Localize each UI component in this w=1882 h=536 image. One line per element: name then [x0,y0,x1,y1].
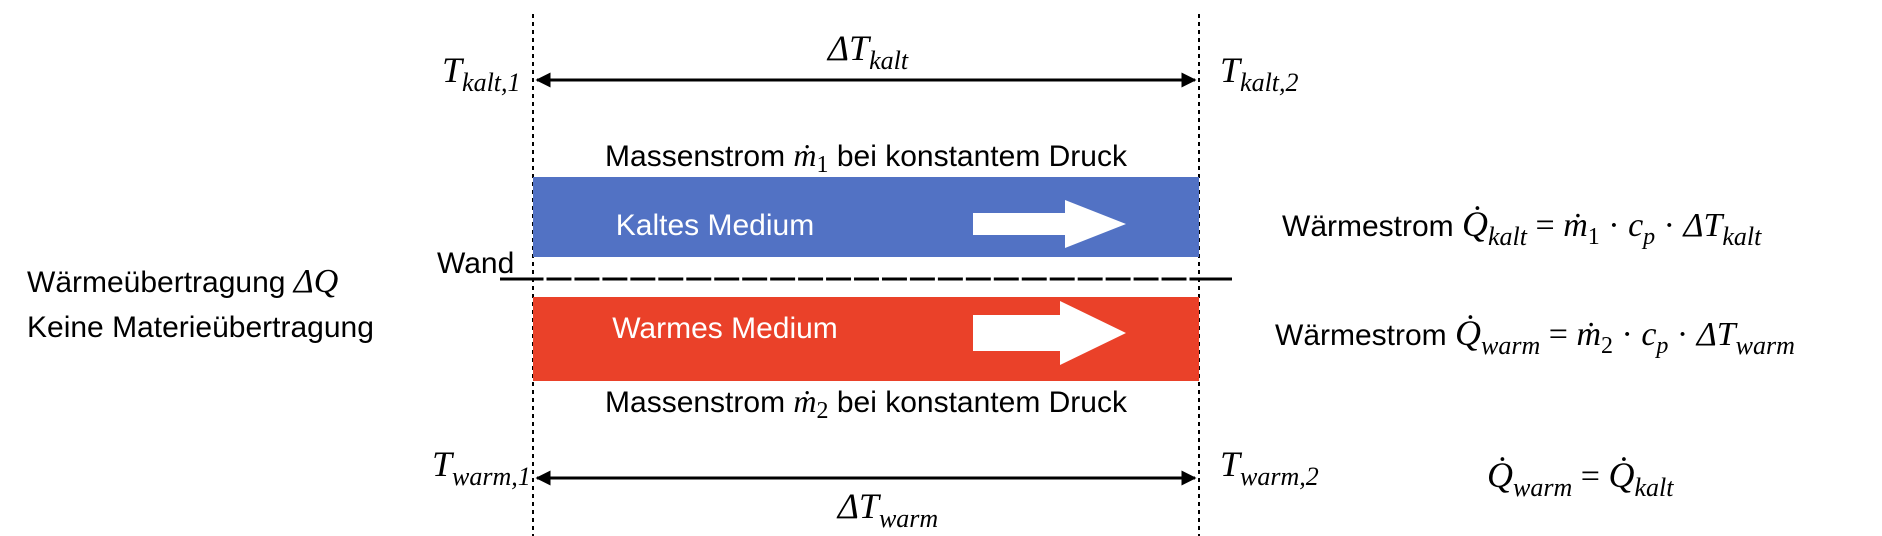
heat-transfer-arrow-icon [539,257,551,297]
heat-transfer-arrow-icon [678,257,691,297]
heat-transfer-arrow-icon [930,257,943,297]
heat-transfer-arrow-icon [790,257,803,297]
t-warm-out-label: Twarm,2 [1220,444,1319,491]
heat-transfer-arrow-icon [1126,257,1139,297]
no-mass-transfer-label: Keine Materieübertragung [27,311,374,344]
heat-transfer-arrow-icon [986,257,999,297]
heat-transfer-arrow-icon [622,257,635,297]
t-cold-out-label: Tkalt,2 [1220,50,1299,97]
heat-transfer-arrow-icon [818,257,831,297]
heat-transfer-arrow-icon [846,257,859,297]
delta-t-cold-label: ΔTkalt [826,28,909,75]
heat-transfer-arrow-icon [706,257,719,297]
heat-transfer-arrow-icon [1154,257,1167,297]
wall-label: Wand [437,247,514,280]
warm-flow-arrow-icon [973,301,1126,365]
heat-transfer-label: Wärmeübertragung ΔQ [27,263,338,300]
heat-transfer-arrow-icon [762,257,775,297]
heat-transfer-arrow-icon [650,257,663,297]
heat-balance-equation: Q̇warm = Q̇kalt [1487,455,1674,502]
heat-transfer-arrows [539,257,1194,297]
heat-transfer-arrow-icon [1014,257,1027,297]
heat-transfer-arrow-icon [958,257,971,297]
cold-medium-label: Kaltes Medium [616,209,814,242]
cold-mass-flow-label: Massenstrom ṁ1 bei konstantem Druck [605,137,1128,178]
cold-flow-arrow-icon [973,200,1126,248]
heat-transfer-arrow-icon [1042,257,1055,297]
warm-medium-label: Warmes Medium [612,312,838,345]
delta-t-warm-label: ΔTwarm [836,486,938,533]
heat-transfer-arrow-icon [874,257,887,297]
warm-heat-flow-equation: Wärmestrom Q̇warm = ṁ2 · cp · ΔTwarm [1275,313,1795,360]
heat-transfer-arrow-icon [902,257,915,297]
cold-heat-flow-equation: Wärmestrom Q̇kalt = ṁ1 · cp · ΔTkalt [1282,204,1762,251]
heat-transfer-arrow-icon [734,257,747,297]
t-cold-in-label: Tkalt,1 [442,50,521,97]
heat-transfer-arrow-icon [1182,257,1194,297]
t-warm-in-label: Twarm,1 [432,444,531,491]
heat-transfer-arrow-icon [1098,257,1111,297]
heat-transfer-arrow-icon [594,257,607,297]
heat-transfer-arrow-icon [566,257,579,297]
heat-transfer-arrow-icon [1070,257,1083,297]
warm-mass-flow-label: Massenstrom ṁ2 bei konstantem Druck [605,383,1128,424]
